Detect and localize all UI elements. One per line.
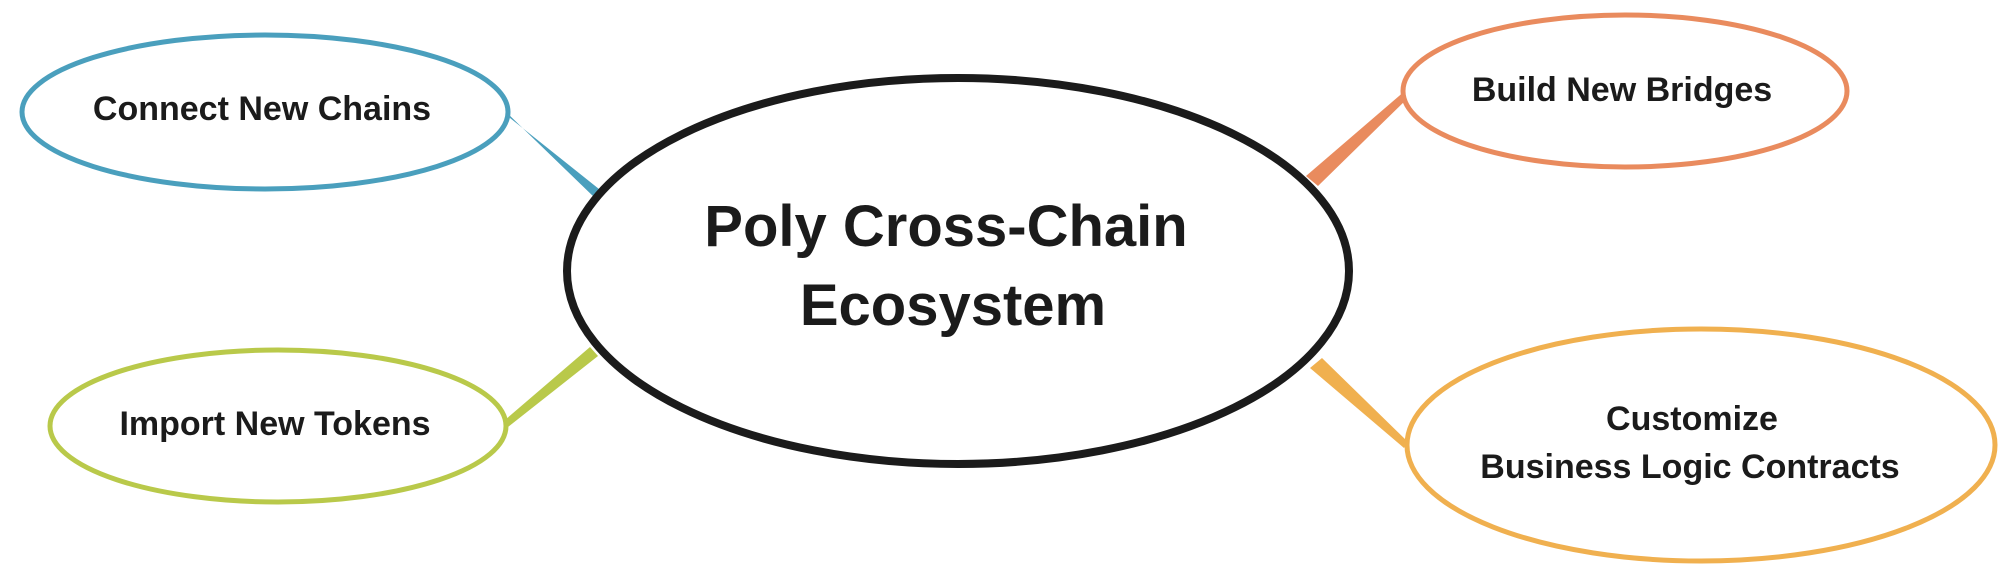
- center-title-line-2: Ecosystem: [800, 273, 1106, 338]
- customize-contracts-label-line-2: Business Logic Contracts: [1480, 448, 1899, 486]
- node-import-new-tokens: Import New Tokens: [47, 347, 509, 505]
- customize-contracts-ellipse: [1404, 326, 1998, 564]
- connector-build-new-bridges: [1306, 90, 1410, 186]
- node-build-new-bridges: Build New Bridges: [1400, 12, 1850, 170]
- import-new-tokens-ellipse: [47, 347, 509, 505]
- center-node: Poly Cross-Chain Ecosystem: [563, 74, 1353, 468]
- node-customize-contracts: Customize Business Logic Contracts: [1404, 326, 1998, 564]
- connector-customize-contracts: [1310, 358, 1408, 448]
- center-title-line-1: Poly Cross-Chain: [704, 194, 1187, 259]
- build-new-bridges-label: Build New Bridges: [1472, 71, 1772, 109]
- connector-connect-new-chains: [506, 112, 604, 199]
- center-ellipse: [563, 74, 1353, 468]
- import-new-tokens-label: Import New Tokens: [119, 405, 430, 443]
- connect-new-chains-ellipse: [19, 32, 511, 192]
- customize-contracts-label-line-1: Customize: [1606, 400, 1778, 438]
- build-new-bridges-ellipse: [1400, 12, 1850, 170]
- connector-import-new-tokens: [505, 347, 598, 427]
- connect-new-chains-label: Connect New Chains: [93, 90, 431, 128]
- node-connect-new-chains: Connect New Chains: [19, 32, 511, 192]
